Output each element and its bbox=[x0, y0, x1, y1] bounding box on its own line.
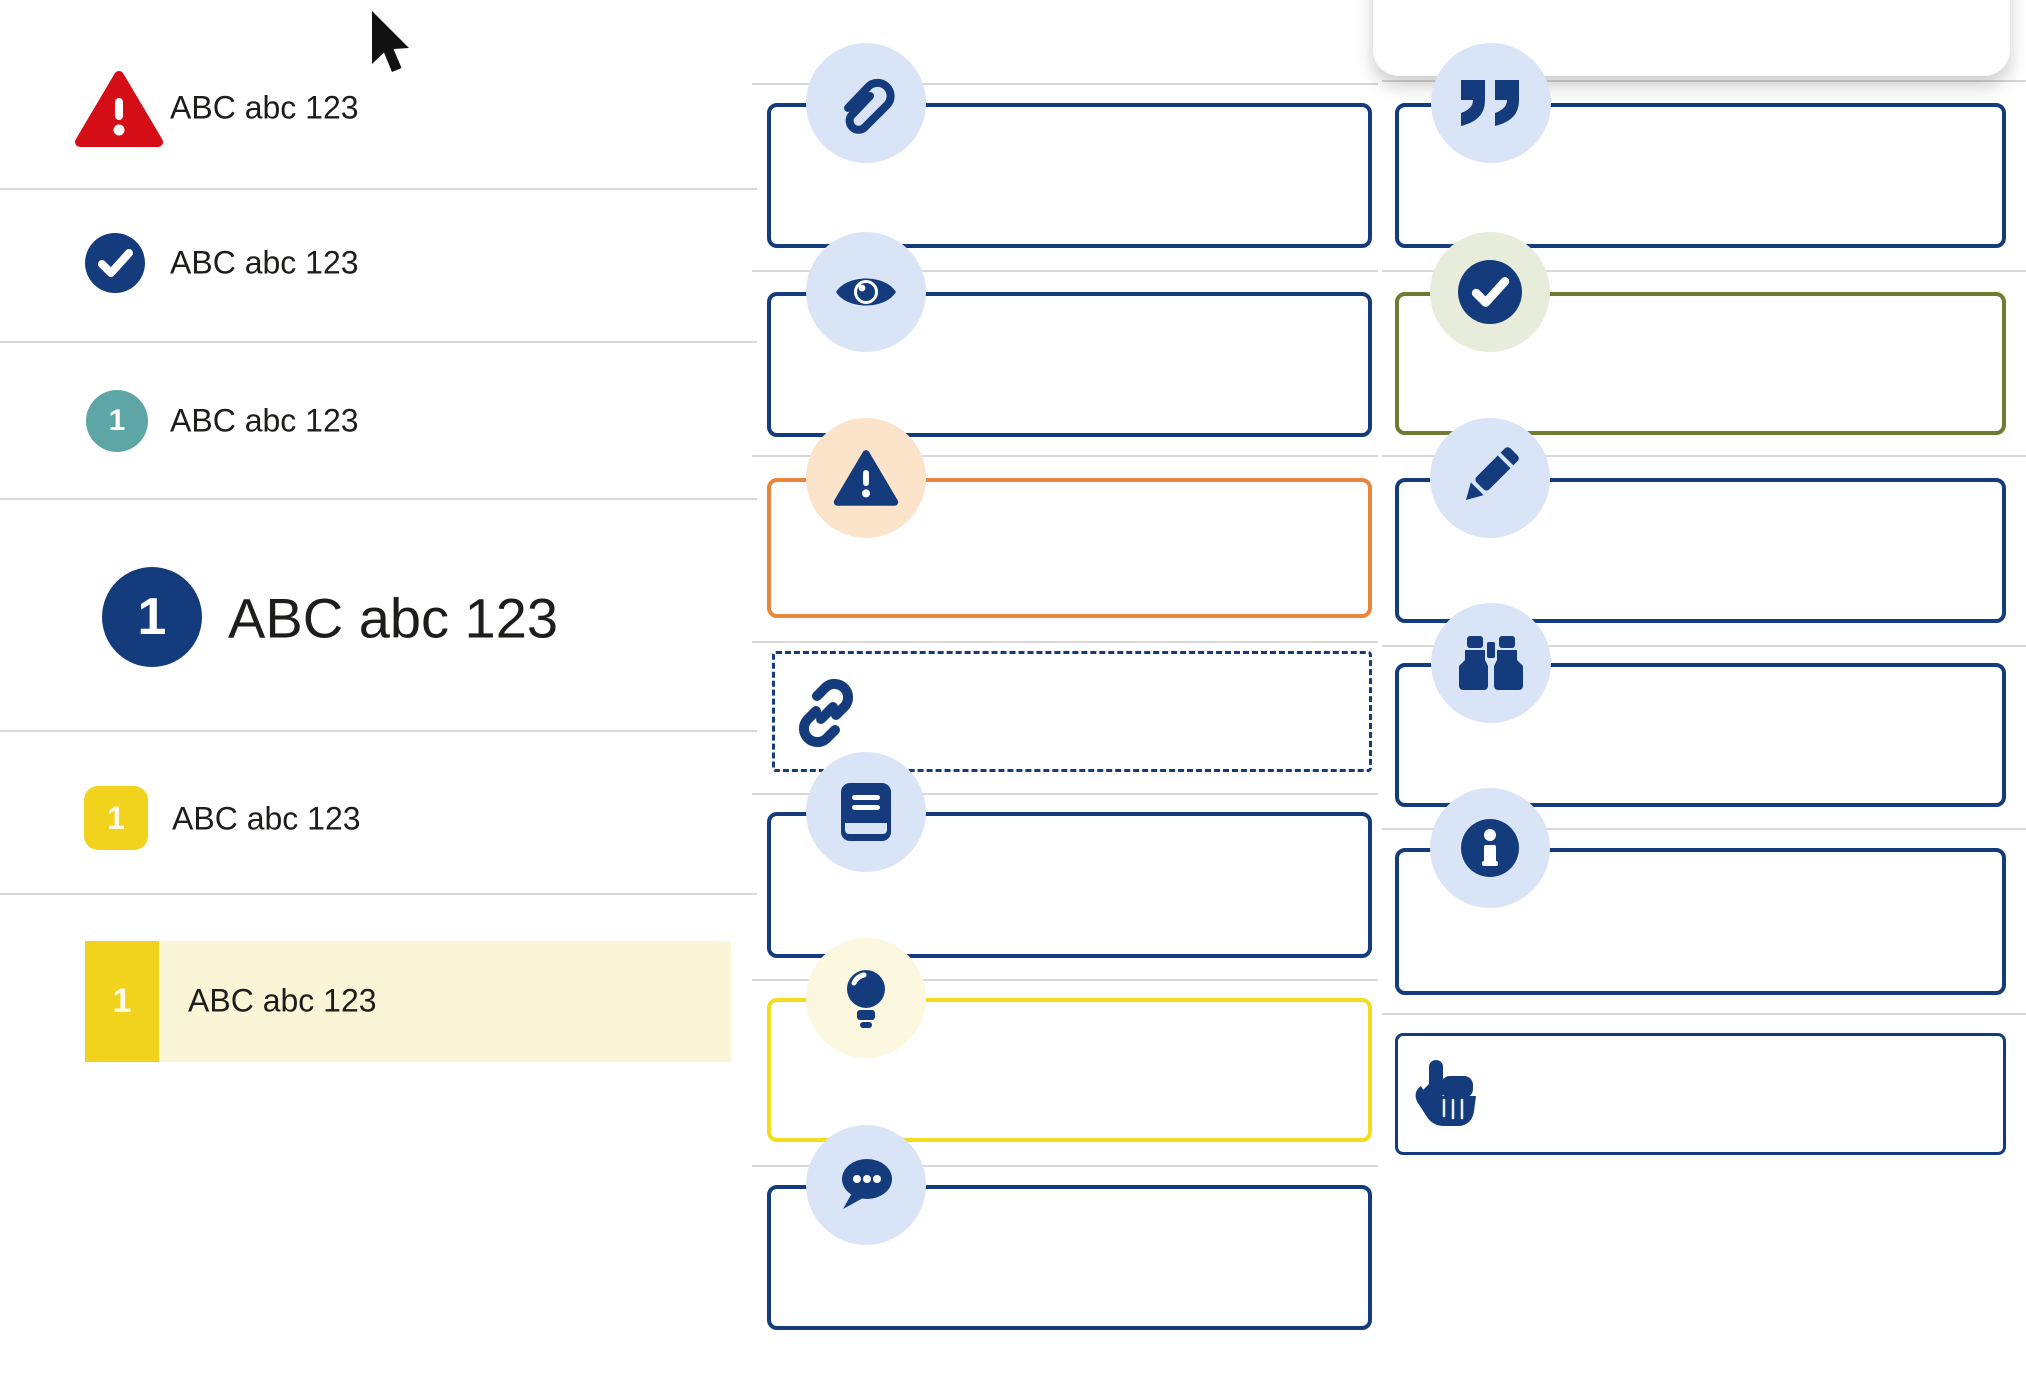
divider bbox=[1382, 645, 2026, 647]
divider bbox=[752, 270, 1378, 272]
check-icon bbox=[1430, 232, 1550, 352]
highlighted-list-item[interactable] bbox=[85, 941, 731, 1062]
divider bbox=[0, 341, 757, 343]
step-badge-large-navy: 1 bbox=[102, 567, 202, 667]
eye-icon bbox=[806, 232, 926, 352]
paperclip-icon bbox=[806, 43, 926, 163]
book-icon bbox=[806, 752, 926, 872]
lightbulb-icon bbox=[806, 938, 926, 1058]
divider bbox=[0, 730, 757, 732]
step-badge-yellow: 1 bbox=[84, 786, 148, 850]
divider bbox=[752, 83, 1378, 85]
divider bbox=[0, 498, 757, 500]
list-item-label: ABC abc 123 bbox=[170, 244, 359, 281]
binoculars-icon bbox=[1431, 603, 1551, 723]
step-number: 1 bbox=[107, 799, 125, 836]
callout-card-action[interactable] bbox=[1395, 1033, 2006, 1155]
mouse-cursor bbox=[369, 8, 415, 83]
list-item-label: ABC abc 123 bbox=[172, 800, 361, 837]
warning-triangle-icon bbox=[74, 68, 164, 155]
hand-point-icon bbox=[1415, 1060, 1479, 1137]
divider bbox=[752, 455, 1378, 457]
list-item-label: ABC abc 123 bbox=[170, 89, 359, 126]
divider bbox=[0, 188, 757, 190]
step-number: 1 bbox=[137, 588, 167, 646]
step-number: 1 bbox=[112, 982, 132, 1020]
divider bbox=[1382, 80, 2026, 82]
section-heading: ABC abc 123 bbox=[228, 586, 558, 650]
divider bbox=[0, 893, 757, 895]
divider bbox=[1382, 828, 2026, 830]
list-item-label: ABC abc 123 bbox=[188, 982, 377, 1019]
pencil-icon bbox=[1430, 418, 1550, 538]
quote-icon bbox=[1431, 43, 1551, 163]
divider bbox=[752, 979, 1378, 981]
step-badge-yellow-highlighted: 1 bbox=[85, 941, 159, 1062]
check-circle-icon bbox=[85, 233, 145, 298]
warning-icon bbox=[806, 418, 926, 538]
chat-icon bbox=[806, 1125, 926, 1245]
link-icon bbox=[788, 674, 864, 755]
step-badge-teal: 1 bbox=[86, 390, 148, 452]
divider bbox=[1382, 1013, 2026, 1015]
divider bbox=[1382, 270, 2026, 272]
divider bbox=[752, 641, 1378, 643]
callout-card-tip[interactable] bbox=[767, 998, 1372, 1142]
step-number: 1 bbox=[108, 404, 126, 437]
list-item-label: ABC abc 123 bbox=[170, 402, 359, 439]
info-icon bbox=[1430, 788, 1550, 908]
callout-card-link[interactable] bbox=[772, 651, 1372, 772]
divider bbox=[752, 1165, 1378, 1167]
divider bbox=[1382, 455, 2026, 457]
divider bbox=[752, 793, 1378, 795]
